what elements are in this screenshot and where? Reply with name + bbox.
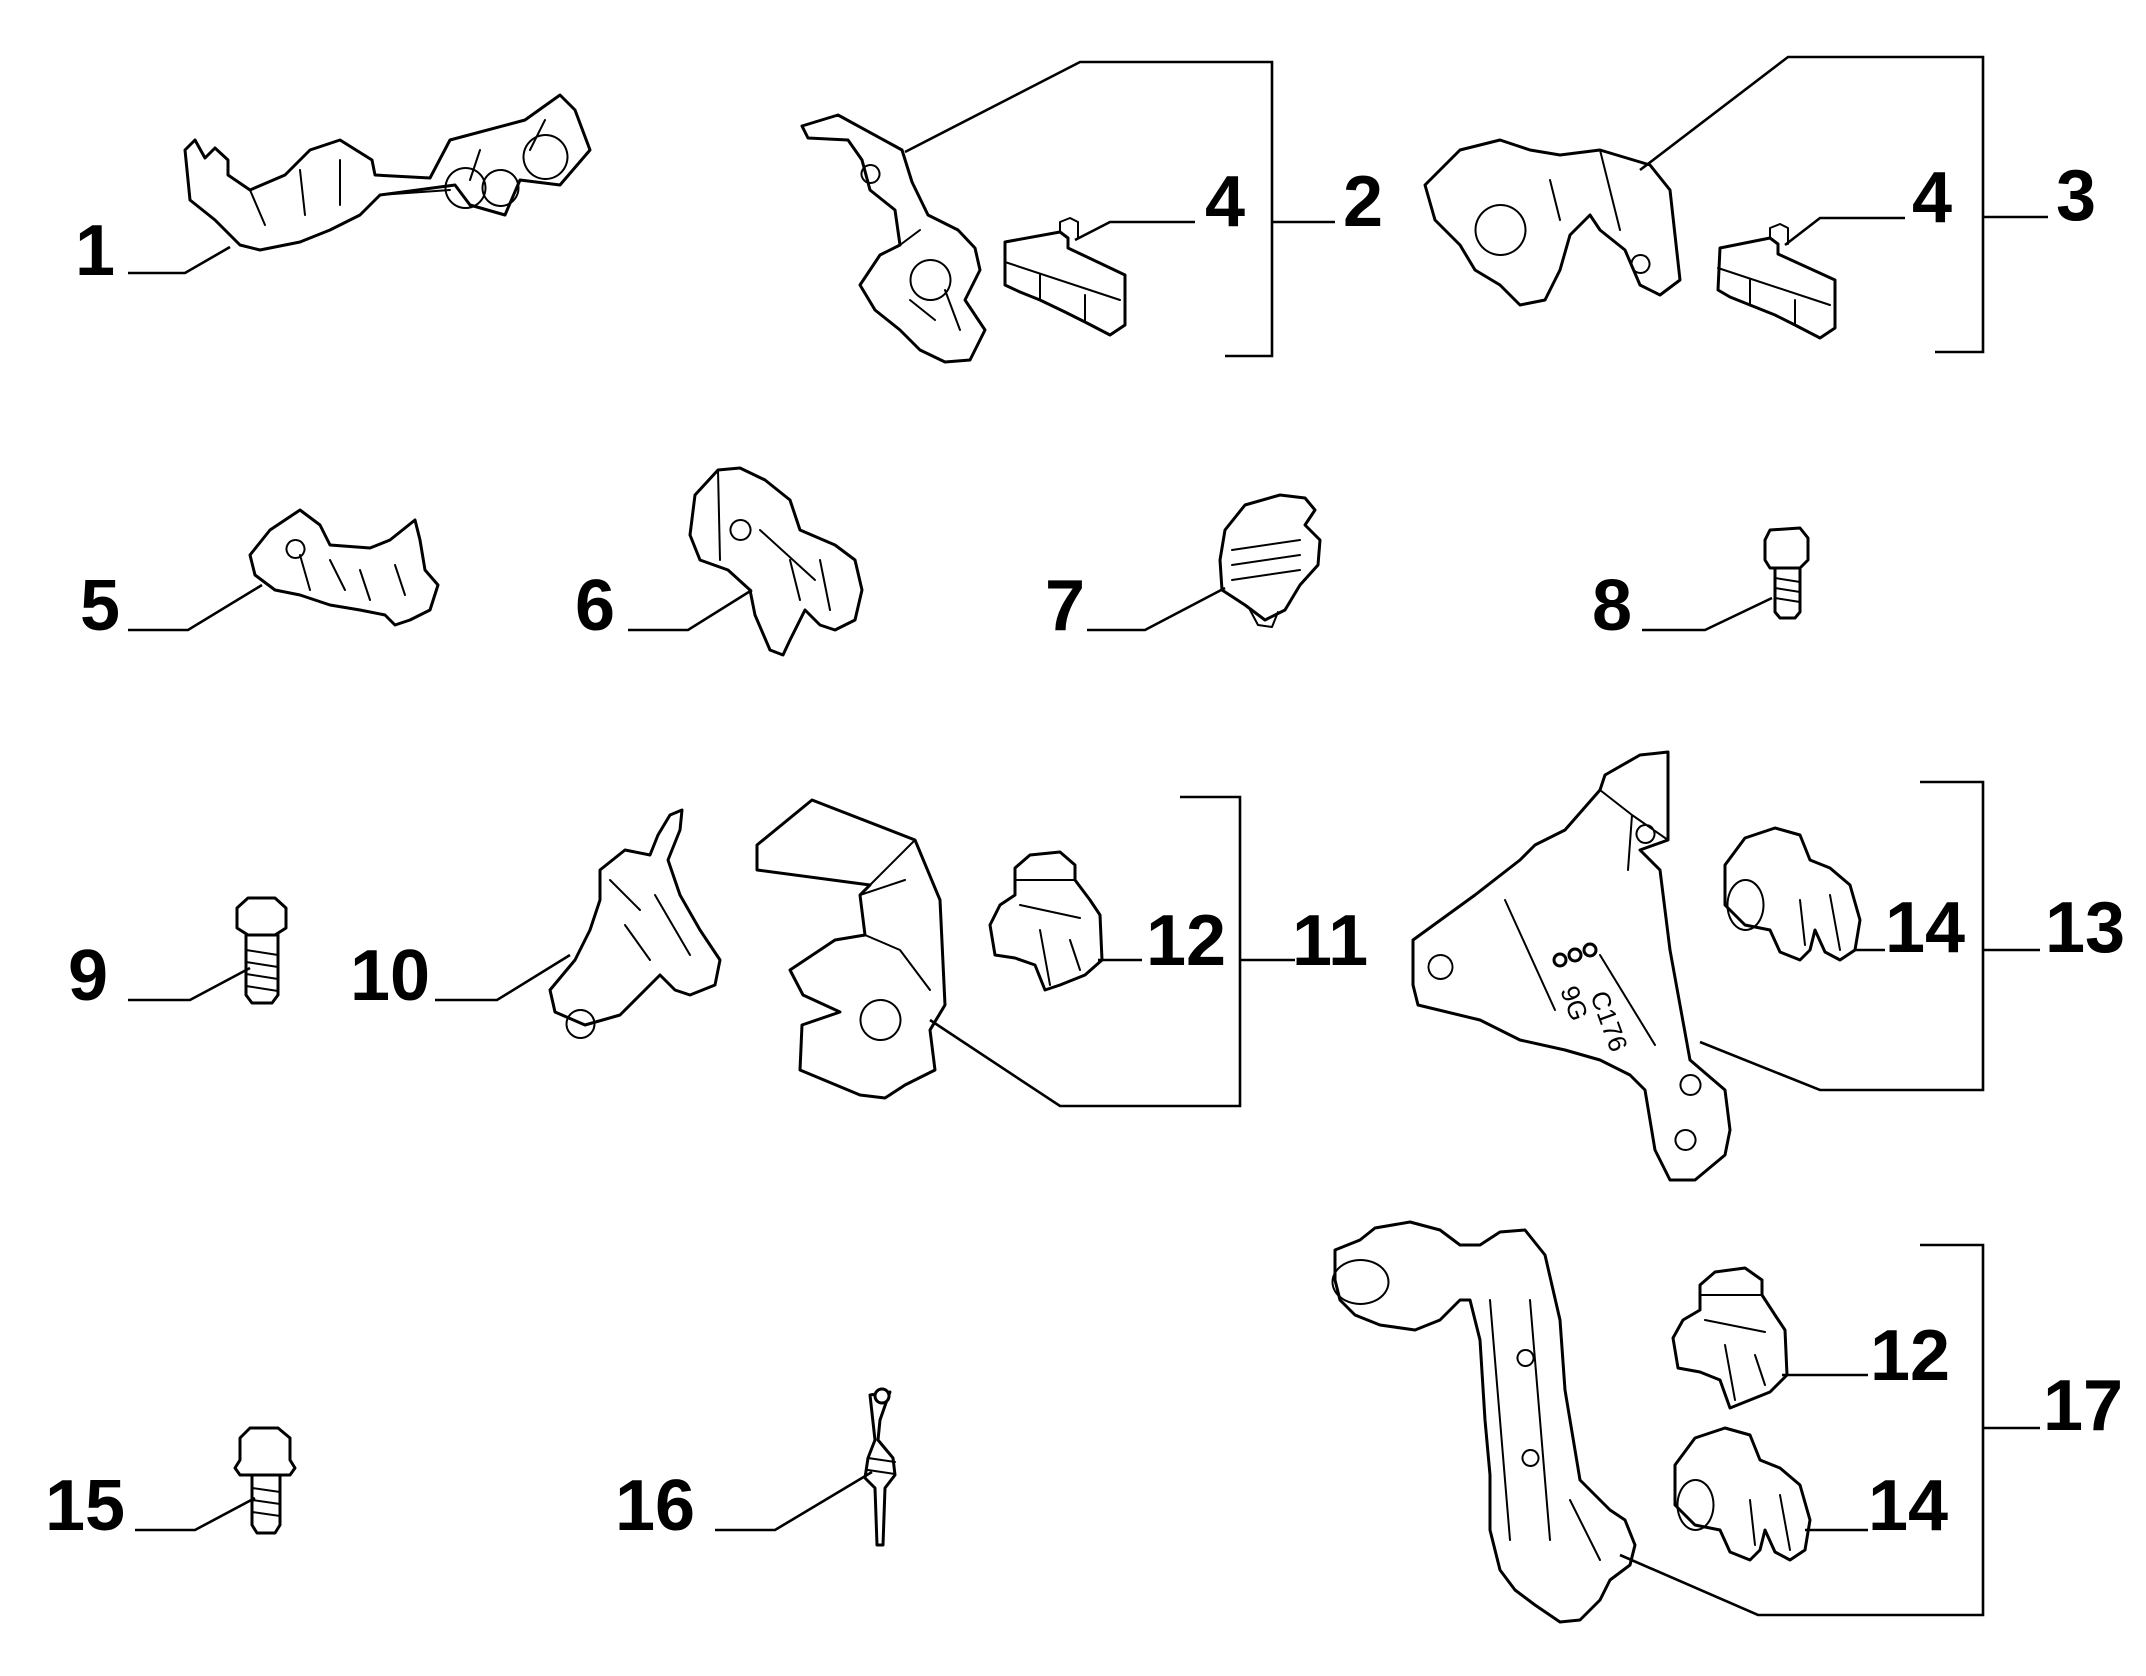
part-7-grommet-clip — [1218, 493, 1322, 628]
leader-9 — [128, 966, 251, 1002]
leader-13-lower — [1699, 780, 1985, 1092]
callout-7: 7 — [1045, 566, 1085, 646]
part-12-push-clip-b — [1671, 1266, 1789, 1410]
callout-12a: 12 — [1146, 901, 1226, 981]
leader-5 — [128, 583, 263, 632]
part-12-push-clip-a — [988, 850, 1104, 992]
leader-15 — [135, 1496, 256, 1532]
callout-15: 15 — [45, 1466, 125, 1546]
callout-8: 8 — [1592, 566, 1632, 646]
callout-6: 6 — [575, 566, 615, 646]
leader-11-lower — [929, 795, 1242, 1108]
part-13-mounting-plate: 9G C176 — [1411, 750, 1732, 1182]
part-4-clip-a — [1003, 217, 1127, 337]
callout-17: 17 — [2043, 1366, 2123, 1446]
leader-8 — [1642, 596, 1773, 632]
part-1-wiring-clip — [183, 93, 592, 252]
leader-1 — [128, 245, 231, 275]
callout-4a: 4 — [1205, 162, 1245, 242]
leader-17-lower — [1619, 1243, 1985, 1617]
part-14-clip-a — [1723, 826, 1862, 962]
leader-7 — [1087, 586, 1226, 632]
callout-5: 5 — [80, 566, 120, 646]
part-14-clip-b — [1673, 1426, 1812, 1562]
callout-14b: 14 — [1868, 1466, 1948, 1546]
part-3-bracket-assembly — [1423, 138, 1682, 307]
callout-9: 9 — [68, 936, 108, 1016]
part-4-clip-b — [1716, 223, 1837, 340]
part-16-pin-clip — [863, 1387, 897, 1547]
leader-3-upper — [1639, 55, 1985, 354]
callout-2: 2 — [1343, 162, 1383, 242]
callout-12b: 12 — [1870, 1316, 1950, 1396]
part-10-bracket-clip — [548, 808, 722, 1039]
part-2-bracket-assembly — [800, 113, 987, 364]
callout-13: 13 — [2045, 888, 2125, 968]
part-11-bent-bracket — [755, 798, 947, 1100]
part-5-wiring-clip — [248, 508, 440, 627]
leader-4b — [1784, 216, 1905, 247]
part-6-holder — [688, 466, 864, 657]
leader-10 — [435, 953, 571, 1002]
leader-16 — [715, 1470, 873, 1532]
callout-3: 3 — [2056, 156, 2096, 236]
callout-4b: 4 — [1912, 158, 1952, 238]
callout-14a: 14 — [1885, 888, 1965, 968]
part-15-flange-bolt — [233, 1426, 297, 1535]
part-17-tall-bracket — [1331, 1220, 1637, 1624]
leader-6 — [628, 588, 753, 632]
callout-11: 11 — [1292, 901, 1368, 981]
leader-4a — [1074, 220, 1195, 242]
callout-10: 10 — [350, 936, 430, 1016]
callout-16: 16 — [615, 1466, 695, 1546]
part-8-bolt — [1763, 526, 1810, 620]
part-9-bolt — [235, 896, 288, 1005]
leader-2-upper — [904, 60, 1274, 358]
callout-1: 1 — [75, 211, 115, 291]
